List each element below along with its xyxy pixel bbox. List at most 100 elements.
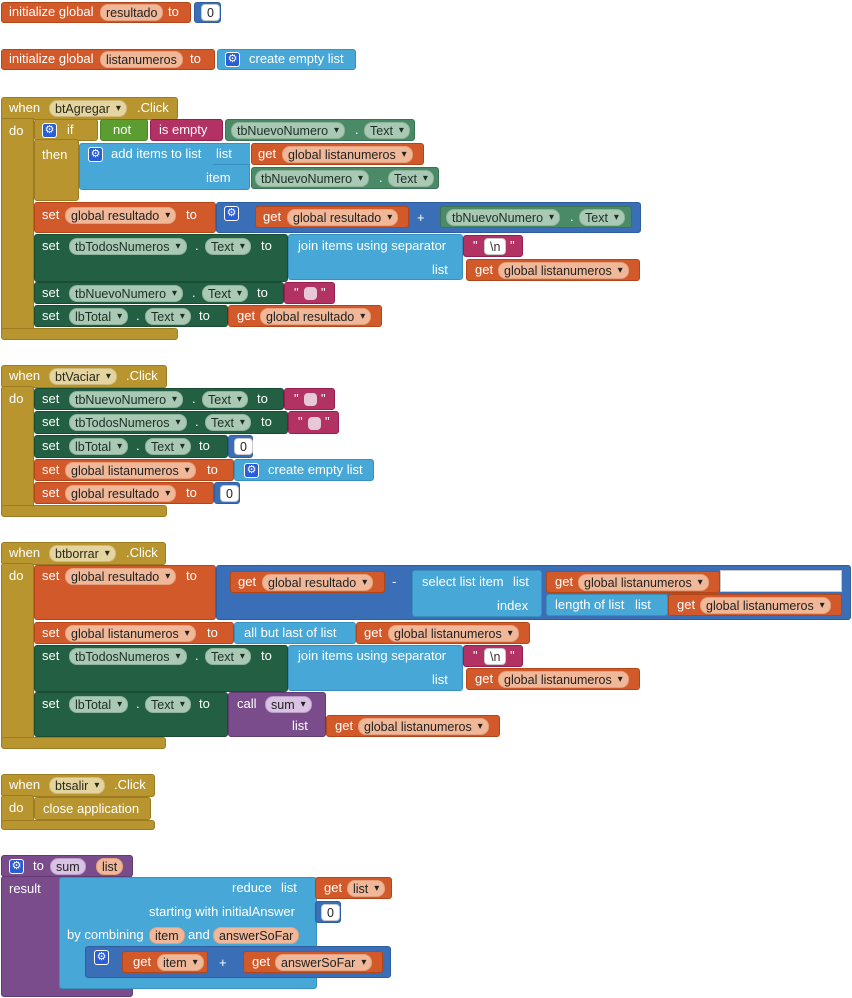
variable-dropdown[interactable]: global resultado	[65, 485, 177, 502]
component-getter-block[interactable]: tbNuevoNumero . Text	[225, 119, 415, 141]
variable-dropdown[interactable]: global resultado	[262, 574, 374, 591]
get-block[interactable]: get global listanumeros	[356, 622, 530, 644]
item-param[interactable]: item	[149, 927, 185, 944]
component-dropdown[interactable]: lbTotal	[69, 696, 129, 713]
property-dropdown[interactable]: Text	[205, 648, 251, 665]
component-dropdown[interactable]: tbNuevoNumero	[255, 170, 370, 187]
get-list-block[interactable]: get list	[315, 877, 392, 899]
property-dropdown[interactable]: Text	[145, 696, 191, 713]
gear-icon[interactable]: ⚙	[224, 206, 239, 221]
var-name-listanumeros[interactable]: listanumeros	[100, 51, 183, 68]
gear-icon[interactable]: ⚙	[88, 147, 103, 162]
component-dropdown[interactable]: tbNuevoNumero	[446, 209, 561, 226]
component-getter-block[interactable]: tbNuevoNumero . Text	[440, 206, 632, 228]
create-empty-list-block[interactable]: ⚙ create empty list	[234, 459, 374, 481]
variable-dropdown[interactable]: global listanumeros	[578, 574, 709, 591]
variable-dropdown[interactable]: global resultado	[65, 207, 177, 224]
text-value[interactable]: \n	[484, 648, 507, 665]
number-block[interactable]: 0	[194, 2, 221, 23]
component-dropdown[interactable]: btborrar	[49, 545, 116, 562]
set-lbtotal-text-block[interactable]: set lbTotal . Text to	[34, 305, 228, 327]
init-global-listanumeros-block[interactable]: initialize global listanumeros to	[1, 49, 215, 70]
variable-dropdown[interactable]: global resultado	[260, 308, 372, 325]
component-dropdown[interactable]: lbTotal	[69, 308, 129, 325]
procedure-sum-header[interactable]: ⚙ to sum list	[1, 855, 133, 877]
set-global-resultado-block[interactable]: set global resultado to	[34, 482, 214, 504]
is-empty-block[interactable]: is empty	[150, 119, 223, 141]
var-name-resultado[interactable]: resultado	[100, 4, 164, 21]
get-answer-block[interactable]: get answerSoFar	[243, 951, 383, 973]
component-dropdown[interactable]: lbTotal	[69, 438, 129, 455]
get-block[interactable]: get global resultado	[228, 305, 382, 327]
variable-dropdown[interactable]: global resultado	[65, 568, 177, 585]
event-btagregar-header[interactable]: when btAgregar .Click	[1, 97, 178, 120]
component-dropdown[interactable]: tbTodosNumeros	[69, 414, 187, 431]
gear-icon[interactable]: ⚙	[244, 463, 259, 478]
set-lbtotal-text-block[interactable]: set lbTotal . Text to	[34, 692, 228, 737]
number-value[interactable]: 0	[220, 485, 239, 502]
get-block[interactable]: get global listanumeros	[326, 715, 500, 737]
select-list-item-block[interactable]: select list item list index	[412, 570, 542, 617]
if-block[interactable]: ⚙ if	[34, 119, 98, 141]
close-application-block[interactable]: close application	[34, 797, 151, 820]
set-tbtodosnumeros-text-block[interactable]: set tbTodosNumeros . Text to	[34, 411, 288, 434]
set-tbnuevonumero-text-block[interactable]: set tbNuevoNumero . Text to	[34, 388, 284, 410]
empty-text-field[interactable]	[304, 393, 317, 406]
property-dropdown[interactable]: Text	[388, 170, 434, 187]
get-block[interactable]: get global listanumeros	[466, 668, 640, 690]
get-block[interactable]: get global resultado	[230, 571, 385, 593]
create-empty-list-block[interactable]: ⚙ create empty list	[217, 49, 356, 70]
length-of-list-block[interactable]: length of list list	[546, 594, 668, 616]
component-dropdown[interactable]: btAgregar	[49, 100, 127, 117]
variable-dropdown[interactable]: global listanumeros	[498, 671, 629, 688]
event-btsalir-header[interactable]: when btsalir .Click	[1, 774, 155, 797]
join-items-block[interactable]: join items using separator list	[288, 234, 463, 280]
variable-dropdown[interactable]: global listanumeros	[65, 625, 196, 642]
number-value[interactable]: 0	[201, 4, 220, 21]
parameter-name[interactable]: list	[96, 858, 124, 875]
property-dropdown[interactable]: Text	[202, 285, 248, 302]
procedure-name-field[interactable]: sum	[50, 858, 86, 875]
property-dropdown[interactable]: Text	[145, 308, 191, 325]
variable-dropdown[interactable]: global listanumeros	[358, 718, 489, 735]
variable-dropdown[interactable]: global listanumeros	[65, 462, 196, 479]
number-block[interactable]: 0	[228, 435, 253, 458]
get-block[interactable]: get global listanumeros	[546, 571, 720, 593]
property-dropdown[interactable]: Text	[579, 209, 625, 226]
component-dropdown[interactable]: tbNuevoNumero	[231, 122, 346, 139]
component-dropdown[interactable]: tbTodosNumeros	[69, 648, 187, 665]
set-global-listanumeros-block[interactable]: set global listanumeros to	[34, 459, 234, 481]
event-btvaciar-header[interactable]: when btVaciar .Click	[1, 365, 167, 388]
get-block[interactable]: get global listanumeros	[668, 594, 842, 616]
component-dropdown[interactable]: btsalir	[49, 777, 106, 794]
join-items-block[interactable]: join items using separator list	[288, 645, 463, 691]
empty-text-block[interactable]: " "	[284, 282, 335, 304]
empty-text-block[interactable]: " "	[288, 411, 339, 434]
variable-dropdown[interactable]: global listanumeros	[700, 597, 831, 614]
all-but-last-block[interactable]: all but last of list	[234, 622, 356, 644]
gear-icon[interactable]: ⚙	[225, 52, 240, 67]
variable-dropdown[interactable]: global resultado	[287, 209, 399, 226]
not-block[interactable]: not	[100, 119, 148, 141]
text-block[interactable]: " \n "	[463, 645, 523, 667]
property-dropdown[interactable]: Text	[145, 438, 191, 455]
property-dropdown[interactable]: Text	[205, 238, 251, 255]
property-dropdown[interactable]: Text	[202, 391, 248, 408]
set-tbnuevonumero-text-block[interactable]: set tbNuevoNumero . Text to	[34, 282, 284, 304]
text-value[interactable]: \n	[484, 238, 507, 255]
component-dropdown[interactable]: btVaciar	[49, 368, 117, 385]
property-dropdown[interactable]: Text	[205, 414, 251, 431]
variable-dropdown[interactable]: global listanumeros	[388, 625, 519, 642]
number-block[interactable]: 0	[315, 901, 341, 923]
get-item-block[interactable]: get item	[122, 951, 208, 973]
gear-icon[interactable]: ⚙	[9, 859, 24, 874]
init-global-resultado-block[interactable]: initialize global resultado to	[1, 2, 191, 23]
set-global-listanumeros-block[interactable]: set global listanumeros to	[34, 622, 234, 644]
get-block[interactable]: get global listanumeros	[251, 143, 424, 165]
variable-dropdown[interactable]: list	[347, 880, 386, 897]
get-block[interactable]: get global resultado	[255, 206, 409, 228]
empty-text-field[interactable]	[308, 417, 321, 430]
number-value[interactable]: 0	[234, 438, 253, 455]
component-getter-block[interactable]: tbNuevoNumero . Text	[251, 167, 439, 189]
variable-dropdown[interactable]: item	[157, 954, 204, 971]
